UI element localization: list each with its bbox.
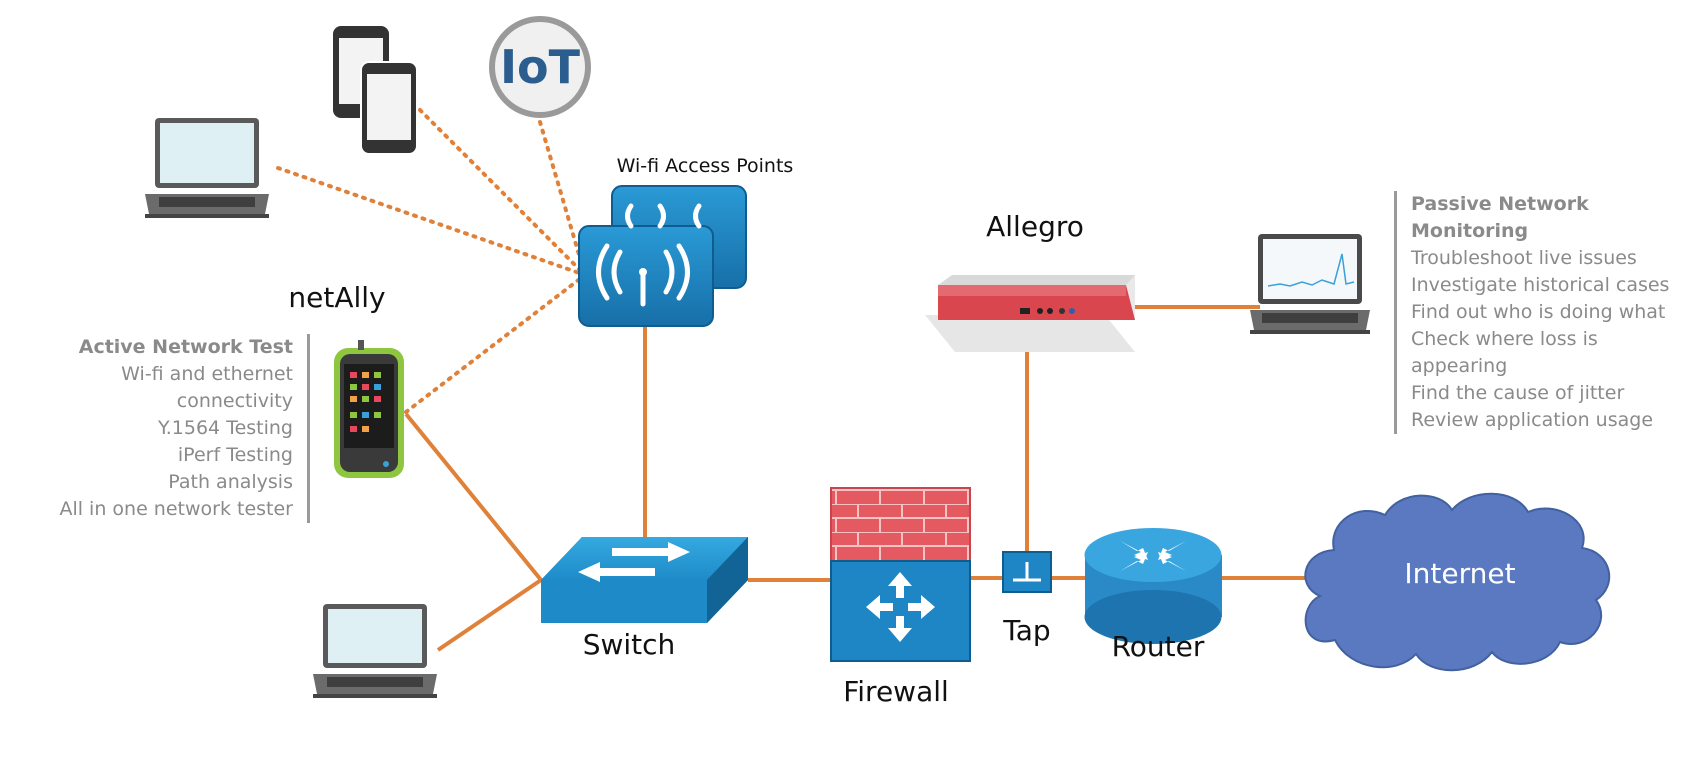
wifi-link-netally: [404, 273, 587, 414]
passive-network-monitoring-list: Passive Network Monitoring Troubleshoot …: [1394, 191, 1697, 434]
link-laptop-switch: [436, 578, 543, 652]
netally-label: netAlly: [288, 281, 385, 314]
wifi-link-iot: [538, 120, 587, 277]
switch-icon: [541, 537, 748, 623]
passive-network-monitoring-title: Passive Network Monitoring: [1411, 193, 1589, 242]
laptop-icon: [145, 118, 269, 218]
monitoring-laptop-icon: [1250, 234, 1370, 334]
list-item: Review application usage: [1411, 409, 1654, 431]
router-label: Router: [1112, 630, 1205, 663]
internet-label: Internet: [1404, 557, 1515, 590]
wired-links: [404, 305, 1312, 652]
tap-label: Tap: [1002, 614, 1050, 647]
list-item: Troubleshoot live issues: [1411, 247, 1637, 269]
list-item: Investigate historical cases: [1411, 274, 1670, 296]
iot-label: IoT: [500, 40, 581, 94]
allegro-appliance-icon: [925, 275, 1135, 352]
iot-icon: IoT: [489, 16, 591, 118]
list-item: Wi-fi and ethernet connectivity: [121, 363, 293, 412]
laptop-icon: [313, 604, 437, 698]
router-icon: [1084, 528, 1222, 644]
wireless-links: [276, 108, 587, 414]
firewall-icon: [830, 487, 971, 662]
tap-icon: [1002, 551, 1052, 593]
list-item: Find the cause of jitter: [1411, 382, 1625, 404]
list-item: Y.1564 Testing: [158, 417, 293, 439]
list-item: iPerf Testing: [177, 444, 293, 466]
list-item: Find out who is doing what: [1411, 301, 1666, 323]
wifi-link-laptop: [276, 166, 587, 277]
smartphone-icon: [333, 26, 418, 155]
switch-label: Switch: [583, 628, 676, 661]
list-item: All in one network tester: [59, 498, 293, 520]
wifi-link-phones: [418, 108, 587, 277]
list-item: Check where loss is appearing: [1411, 328, 1598, 377]
wifi-access-point-icon: [578, 185, 747, 327]
active-network-test-title: Active Network Test: [78, 336, 293, 358]
firewall-label: Firewall: [843, 675, 949, 708]
allegro-label: Allegro: [986, 210, 1084, 243]
list-item: Path analysis: [168, 471, 293, 493]
network-tester-icon: [334, 340, 404, 478]
link-netally-switch: [404, 412, 543, 582]
active-network-test-list: Active Network Test Wi-fi and ethernet c…: [0, 334, 310, 523]
wifi-access-points-label: Wi-fi Access Points: [617, 155, 794, 177]
cloud-icon: [1304, 492, 1611, 672]
